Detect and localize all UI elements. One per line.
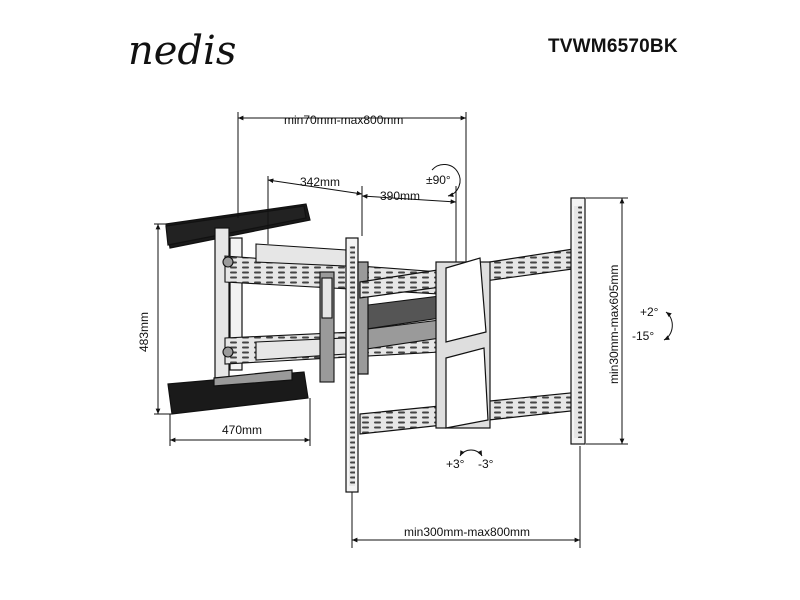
- wall-plate-width-label: 470mm: [222, 423, 262, 437]
- tilt-up-label: +2°: [640, 305, 659, 319]
- level-minus-label: -3°: [478, 457, 494, 471]
- brand-logo-text: nedis: [128, 28, 236, 74]
- vertical-range-label: min30mm-max605mm: [607, 265, 621, 384]
- tv-bracket: [359, 197, 586, 445]
- level-plus-label: +3°: [446, 457, 465, 471]
- wall-plate: [165, 203, 311, 415]
- brand-logo: nedis: [128, 28, 236, 74]
- model-number: TVWM6570BK: [548, 36, 678, 57]
- extension-label: min70mm-max800mm: [284, 113, 403, 127]
- wall-plate-height-label: 483mm: [137, 312, 151, 352]
- segment-1-label: 342mm: [300, 175, 340, 189]
- dimension-lines: [154, 112, 673, 548]
- arm-assembly: [222, 243, 441, 383]
- horizontal-range-label: min300mm-max800mm: [404, 525, 530, 539]
- segment-2-label: 390mm: [380, 189, 420, 203]
- pivot-column: [345, 237, 369, 493]
- tilt-down-label: -15°: [632, 329, 654, 343]
- swivel-label: ±90°: [426, 173, 451, 187]
